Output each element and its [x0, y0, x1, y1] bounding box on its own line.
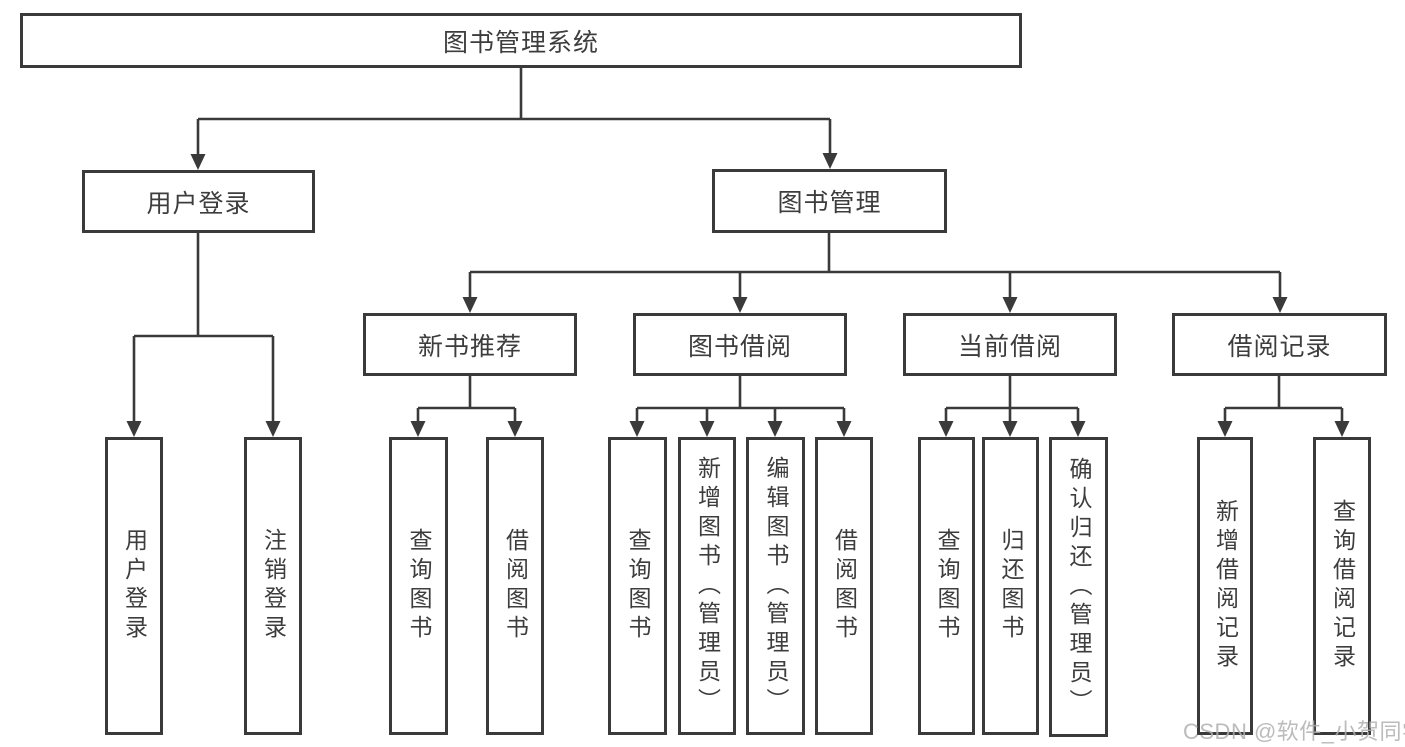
node-book-borrowing: 图书借阅 — [633, 313, 847, 376]
node-user-login: 用户登录 — [82, 170, 315, 233]
node-book-management: 图书管理 — [712, 169, 947, 233]
node-label: 注销登录 — [260, 528, 287, 644]
node-label: 借阅记录 — [1227, 332, 1332, 361]
node-label: 借阅图书 — [831, 528, 858, 644]
leaf-return-books: 归还图书 — [982, 437, 1039, 735]
node-new-book-recommend: 新书推荐 — [363, 313, 577, 376]
leaf-borrow-books: 借阅图书 — [815, 437, 873, 735]
leaf-borrow-books-recommend: 借阅图书 — [486, 437, 544, 735]
node-label: 图书管理 — [777, 189, 882, 217]
leaf-add-borrow-record: 新增借阅记录 — [1197, 437, 1253, 735]
node-borrowing-records: 借阅记录 — [1172, 313, 1387, 376]
leaf-query-books-current: 查询图书 — [918, 437, 975, 735]
node-label: 当前借阅 — [957, 332, 1062, 361]
node-label: 查询图书 — [406, 528, 432, 644]
node-label: 归还图书 — [998, 528, 1024, 644]
node-label: 新书推荐 — [417, 332, 522, 361]
leaf-query-books-recommend: 查询图书 — [389, 437, 448, 735]
node-label: 用户登录 — [121, 528, 148, 644]
node-label: 新增图书（管理员） — [694, 455, 721, 717]
node-label: 查询图书 — [934, 528, 960, 644]
node-label: 图书借阅 — [687, 332, 792, 361]
node-root-system: 图书管理系统 — [20, 13, 1022, 68]
node-label: 查询图书 — [625, 528, 651, 644]
node-current-borrowing: 当前借阅 — [903, 313, 1117, 376]
leaf-query-borrow-record: 查询借阅记录 — [1313, 437, 1371, 735]
node-label: 借阅图书 — [502, 528, 529, 644]
csdn-watermark: CSDN @软件_小贺同学 — [1183, 719, 1405, 744]
node-label: 确认归还（管理员） — [1066, 456, 1092, 718]
node-label: 编辑图书（管理员） — [763, 455, 789, 717]
leaf-user-login: 用户登录 — [105, 437, 163, 735]
node-label: 用户登录 — [146, 189, 251, 218]
leaf-add-books-admin: 新增图书（管理员） — [678, 437, 736, 735]
leaf-logout: 注销登录 — [244, 437, 302, 735]
leaf-query-books-borrowing: 查询图书 — [608, 437, 667, 735]
node-label: 新增借阅记录 — [1212, 499, 1239, 673]
leaf-confirm-return-admin: 确认归还（管理员） — [1049, 437, 1108, 737]
leaf-edit-books-admin: 编辑图书（管理员） — [746, 437, 805, 735]
node-label: 查询借阅记录 — [1329, 499, 1356, 673]
node-label: 图书管理系统 — [442, 28, 599, 57]
